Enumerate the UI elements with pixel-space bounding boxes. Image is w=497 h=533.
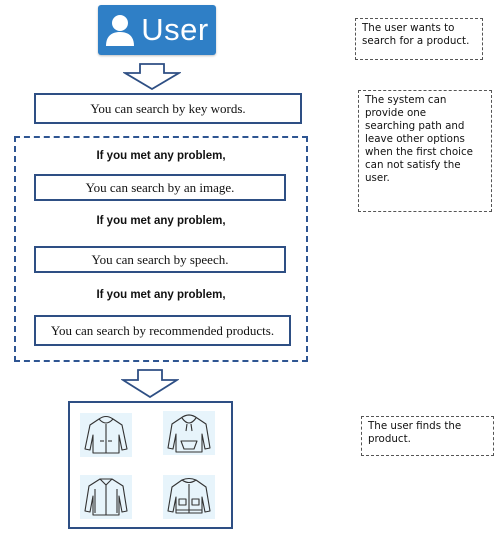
search-keywords-text: You can search by key words. xyxy=(90,100,246,116)
product-tile[interactable] xyxy=(80,413,132,457)
down-arrow-icon xyxy=(121,369,179,398)
product-tile[interactable] xyxy=(80,475,132,519)
product-results xyxy=(68,401,233,529)
note-user-wants: The user wants to search for a product. xyxy=(355,18,483,60)
problem-label-1-wrap: If you met any problem, xyxy=(14,150,308,162)
alternatives-group xyxy=(14,136,308,362)
down-arrow-icon xyxy=(123,63,181,90)
note-user-finds: The user finds the product. xyxy=(361,416,494,456)
bomber-jacket-icon xyxy=(167,477,211,514)
search-recommended-text: You can search by recommended products. xyxy=(50,322,275,338)
note-system-options-text: The system can provide one searching pat… xyxy=(365,94,473,184)
pullover-hoodie-icon xyxy=(167,414,211,453)
product-tile[interactable] xyxy=(163,411,215,455)
track-jacket-icon xyxy=(84,478,128,516)
problem-label-3: If you met any problem, xyxy=(96,289,226,301)
user-icon xyxy=(106,15,135,46)
user-header: User xyxy=(98,5,216,55)
search-speech-box: You can search by speech. xyxy=(34,246,286,273)
note-user-finds-text: The user finds the product. xyxy=(368,420,462,445)
search-keywords-box: You can search by key words. xyxy=(34,93,302,124)
problem-label-2: If you met any problem, xyxy=(96,215,226,227)
problem-label-3-wrap: If you met any problem, xyxy=(14,289,308,301)
note-user-wants-text: The user wants to search for a product. xyxy=(362,22,470,47)
search-image-text: You can search by an image. xyxy=(85,179,235,195)
search-image-box: You can search by an image. xyxy=(34,174,286,201)
search-speech-text: You can search by speech. xyxy=(91,251,229,267)
problem-label-1: If you met any problem, xyxy=(96,150,226,162)
problem-label-2-wrap: If you met any problem, xyxy=(14,215,308,227)
zip-hoodie-icon xyxy=(84,415,128,454)
user-title: User xyxy=(141,12,209,47)
product-tile[interactable] xyxy=(163,475,215,519)
note-system-options: The system can provide one searching pat… xyxy=(358,90,492,212)
search-recommended-box: You can search by recommended products. xyxy=(34,315,291,346)
